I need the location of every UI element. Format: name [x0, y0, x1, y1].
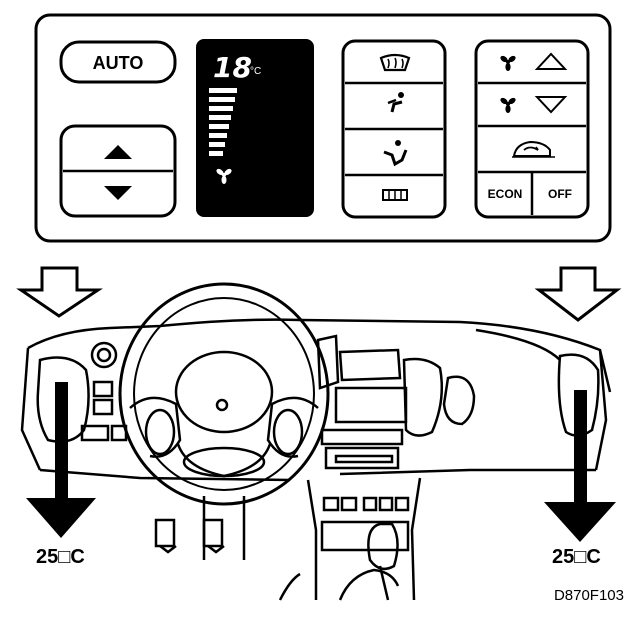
windshield-defrost-icon[interactable]	[379, 53, 411, 72]
temperature-unit: °C	[250, 66, 261, 77]
off-button[interactable]: OFF	[548, 187, 572, 201]
floor-vent-mode-icon[interactable]	[383, 140, 408, 167]
left-airflow-arrow	[26, 382, 96, 538]
left-vent-temperature: 25□C	[36, 546, 85, 568]
lcd-display: 18 °C	[196, 39, 314, 217]
rear-window-defrost-icon[interactable]	[382, 189, 408, 201]
triangle-down-icon[interactable]	[104, 186, 132, 200]
air-distribution-buttons	[341, 39, 447, 219]
fan-speed-up-icon[interactable]	[499, 52, 568, 71]
off-button-label: OFF	[548, 187, 572, 201]
climate-control-panel: AUTO 18 °C	[34, 13, 612, 243]
auto-button-label: AUTO	[93, 53, 144, 73]
air-recirculation-icon[interactable]	[512, 140, 555, 158]
triangle-up-icon[interactable]	[104, 145, 132, 159]
temperature-rocker[interactable]	[59, 124, 177, 218]
right-outline-down-arrow	[534, 266, 622, 322]
face-vent-mode-icon[interactable]	[387, 92, 404, 113]
econ-button-label: ECON	[488, 187, 523, 201]
fan-control-buttons: ECON OFF	[474, 39, 590, 219]
temperature-readout: 18	[213, 51, 252, 84]
dashboard-illustration	[20, 282, 612, 601]
lcd-fan-icon	[216, 168, 232, 184]
right-vent-temperature: 25□C	[552, 546, 601, 568]
econ-button[interactable]: ECON	[488, 187, 523, 201]
fan-level-bars	[209, 88, 237, 156]
left-outline-down-arrow	[16, 266, 103, 318]
auto-button[interactable]: AUTO	[59, 40, 177, 84]
figure-code: D870F103	[554, 587, 624, 604]
right-airflow-arrow	[544, 390, 616, 542]
fan-speed-down-icon[interactable]	[499, 96, 568, 114]
